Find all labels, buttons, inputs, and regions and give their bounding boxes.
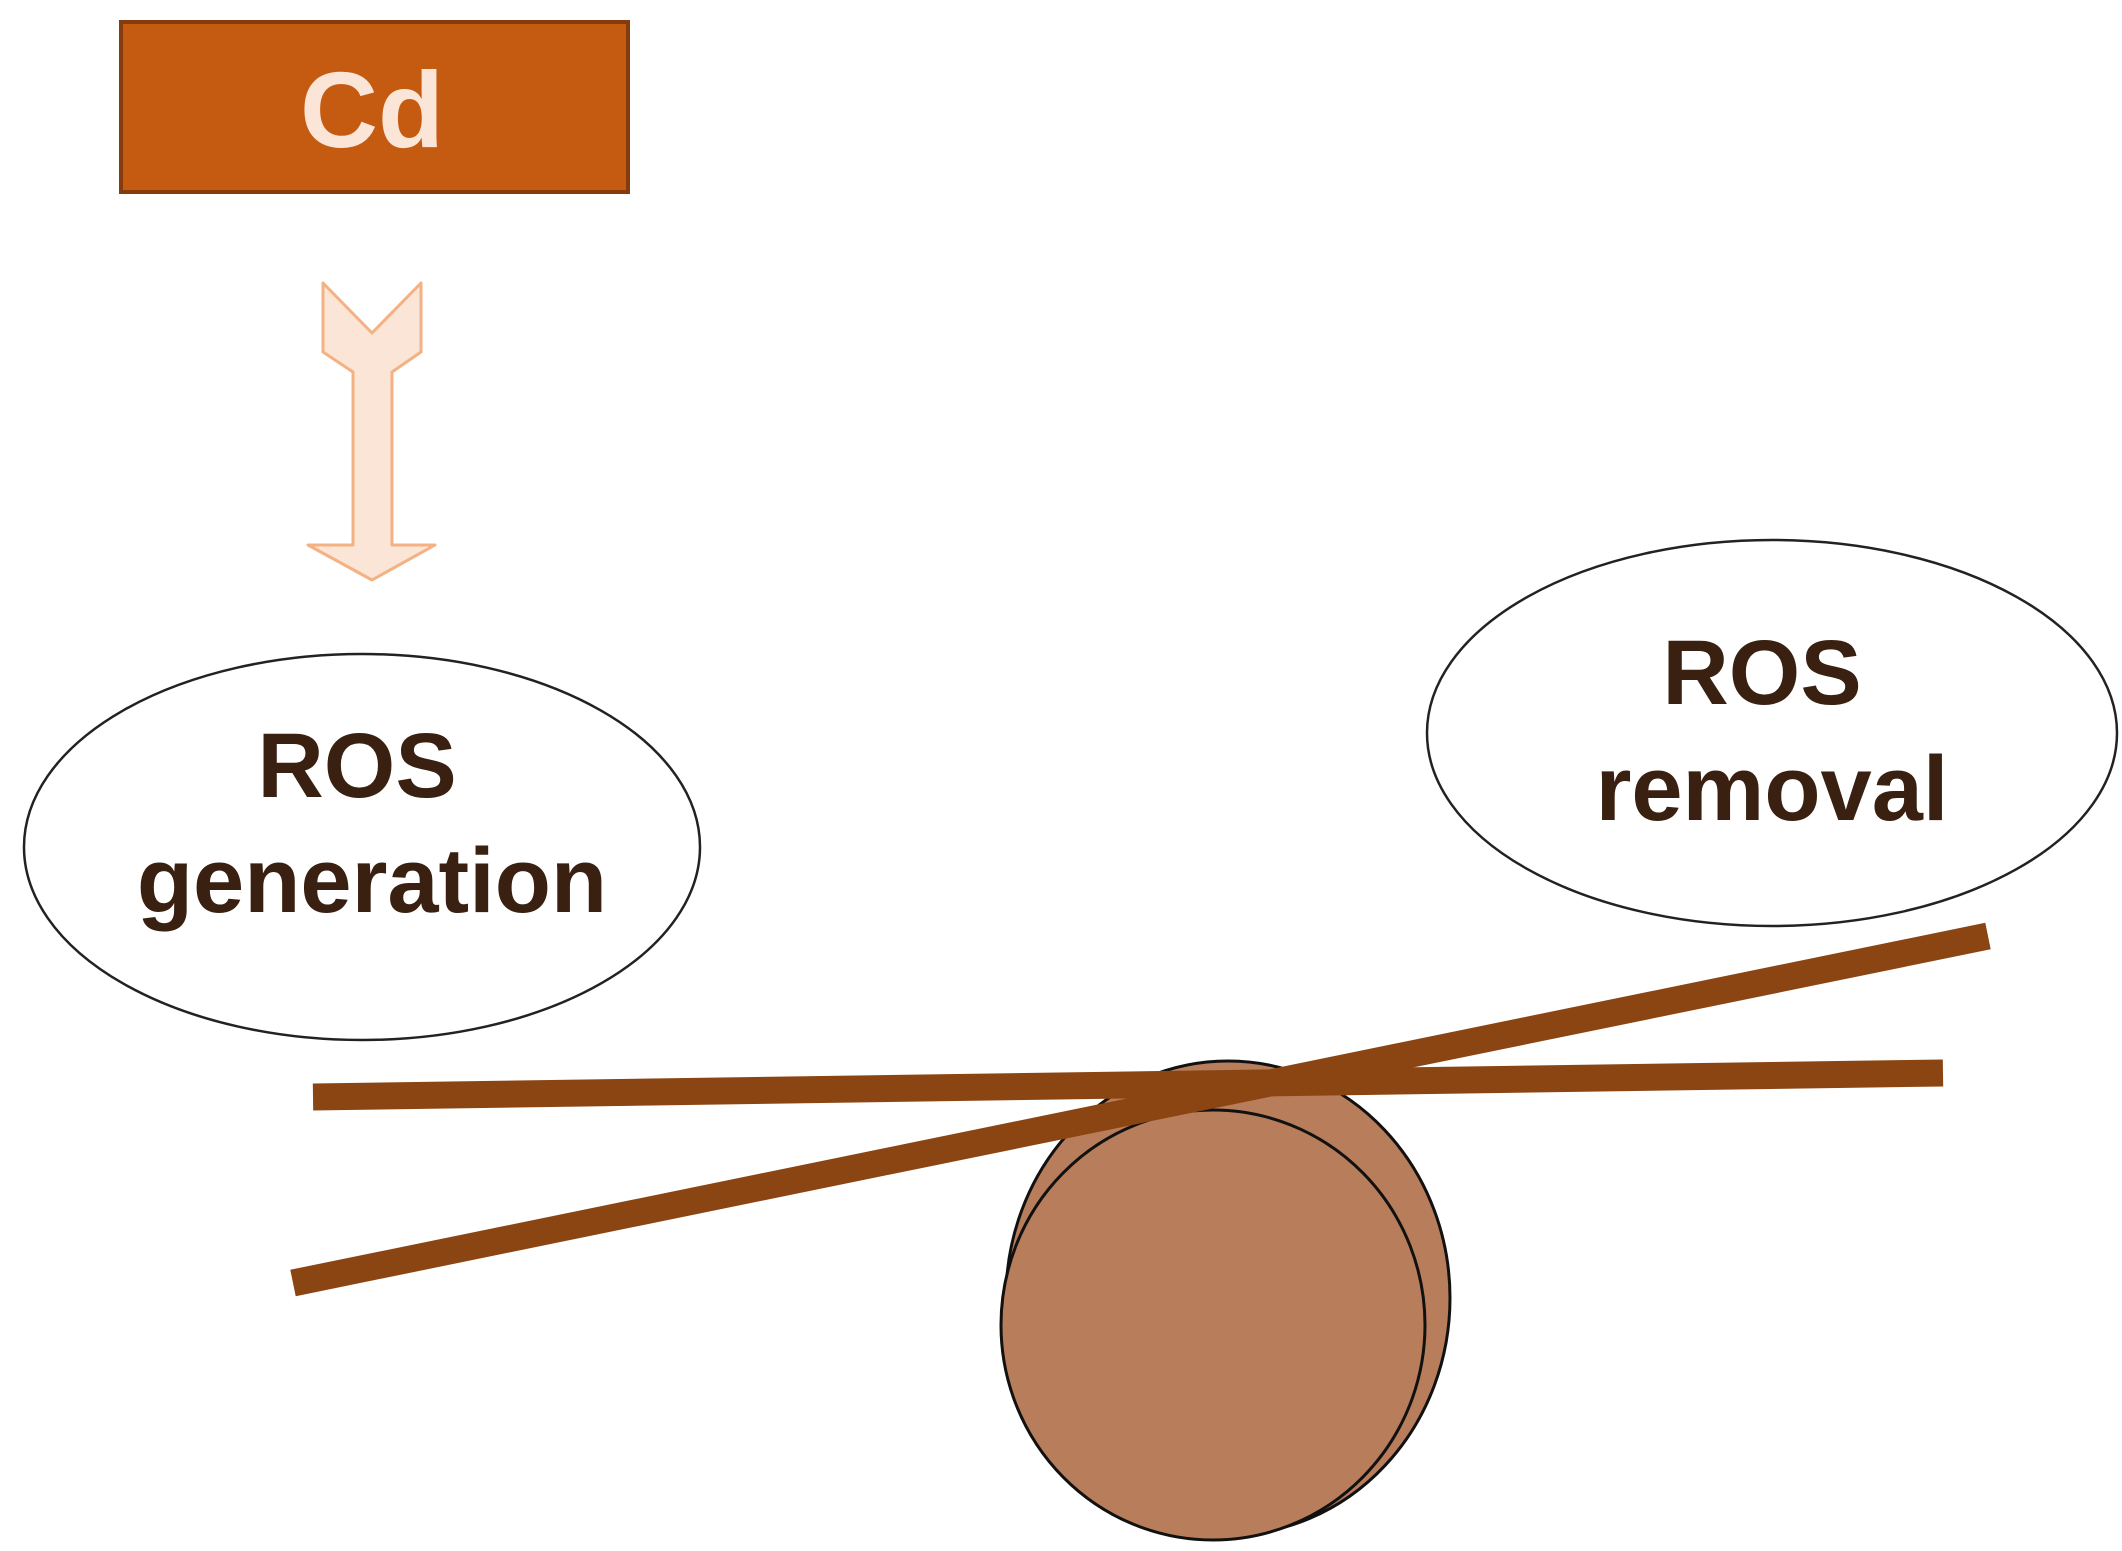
fulcrum: [999, 1059, 1452, 1542]
ros-generation-label-line2: generation: [137, 830, 607, 932]
cd-box: Cd: [119, 20, 630, 194]
balanced-beam: [312, 1059, 1944, 1111]
ros-removal-ellipse: [1425, 538, 2119, 928]
ros-removal-label-line2: removal: [1596, 738, 1949, 840]
ros-removal-label-line1: ROS: [1662, 622, 1861, 724]
down-arrow-icon: [306, 281, 437, 582]
ros-generation-label-line1: ROS: [257, 715, 456, 817]
ros-generation-node: ROS generation: [22, 652, 702, 1042]
ros-generation-ellipse: [22, 652, 702, 1042]
fulcrum-front-circle: [999, 1108, 1427, 1542]
cd-label: Cd: [300, 49, 444, 170]
ros-removal-node: ROS removal: [1425, 538, 2119, 928]
tilted-beam: [290, 922, 1991, 1297]
cd-box-shape: [119, 20, 630, 194]
